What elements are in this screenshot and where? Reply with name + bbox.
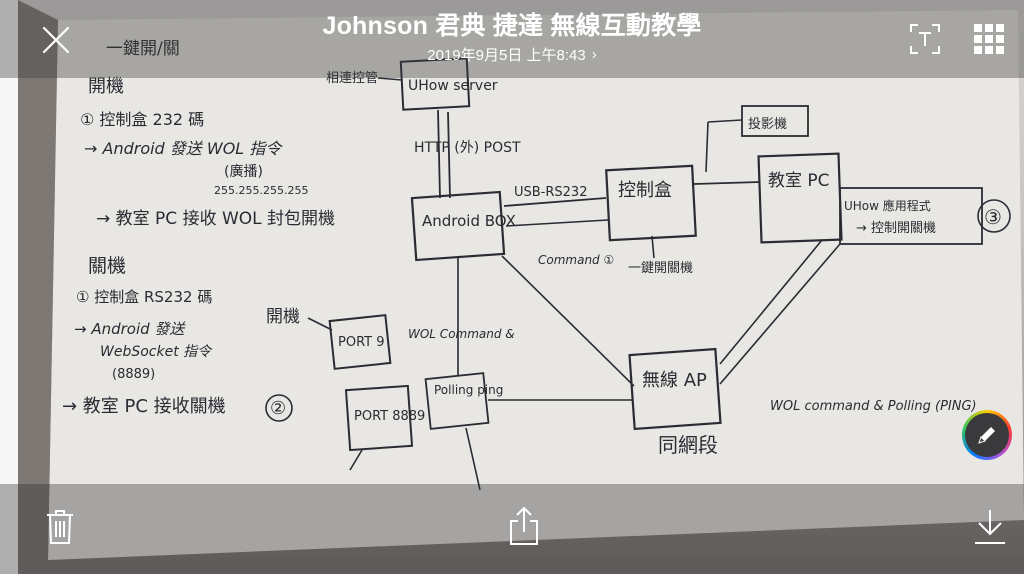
trash-icon [47,510,73,544]
bottom-toolbar [0,484,1024,574]
note-controller-232: ① 控制盒 232 碼 [80,110,204,129]
note-one-key: 一鍵開/關 [106,39,180,59]
control-switch-label: → 控制開關機 [856,221,936,236]
note-broadcast-ip: 255.255.255.255 [214,184,308,197]
port-9-box [328,314,392,370]
photo-date-link[interactable]: 2019年9月5日 上午8:43 › [427,44,596,65]
edit-button[interactable] [962,410,1012,460]
photo-date: 2019年9月5日 上午8:43 [427,47,586,64]
grid-view-button[interactable] [972,22,1006,56]
album-title: Johnson 君典 捷達 無線互動教學 [322,12,702,40]
wireless-ap-label: 無線 AP [642,370,707,391]
port-8889-label: PORT 8889 [354,409,425,424]
grid-icon [974,24,1004,54]
note-power-off: 關機 [88,255,126,277]
note-circle-2: ② [270,398,286,419]
circle-3-label: ③ [984,205,1002,229]
port-9-label: PORT 9 [338,335,385,350]
projector-label: 投影機 [748,116,787,132]
note-broadcast: (廣播) [224,163,263,180]
share-button[interactable] [504,504,544,548]
note-port-8889: (8889) [112,367,155,382]
delete-button[interactable] [40,506,80,548]
polling-ping-label: Polling ping [434,383,503,397]
uhow-app-label: UHow 應用程式 [844,198,931,213]
wol-command-label: WOL Command & [408,327,515,341]
same-subnet-label: 同網段 [658,433,718,457]
http-post-label: HTTP (外) POST [414,140,521,156]
note-controller-rs232: ① 控制盒 RS232 碼 [76,288,212,306]
note-android-wol: → Android 發送 WOL 指令 [84,139,283,158]
controller-label: 控制盒 [618,180,672,201]
close-icon [42,26,70,54]
chevron-right-icon: › [591,46,597,63]
uhow-server-box [399,57,471,111]
download-button[interactable] [970,506,1010,548]
text-recognition-button[interactable] [906,20,944,58]
note-pc-receive-wol: → 教室 PC 接收 WOL 封包開機 [96,209,335,229]
close-button[interactable] [38,22,74,58]
handwritten-diagram: 一鍵開/關 開機 ① 控制盒 232 碼 → Android 發送 WOL 指令… [18,0,1024,574]
paper-sheet [48,10,1024,560]
android-box [410,190,506,262]
note-power-on: 開機 [88,76,124,97]
note-pc-receive-shutdown: → 教室 PC 接收關機 [62,396,226,417]
uhow-app-box [839,187,983,245]
wireless-ap-box [628,347,722,431]
top-toolbar: Johnson 君典 捷達 無線互動教學 2019年9月5日 上午8:43 › [0,0,1024,78]
power-on-label: 開機 [266,307,300,327]
title-area: Johnson 君典 捷達 無線互動教學 2019年9月5日 上午8:43 › [0,6,1024,65]
classroom-pc-label: 教室 PC [768,171,830,191]
text-recognition-icon [910,24,940,54]
note-websocket-command: WebSocket 指令 [100,344,213,360]
usb-rs232-label: USB-RS232 [514,185,587,200]
pencil-icon [978,427,995,444]
download-icon [975,510,1005,544]
note-android-send: → Android 發送 [74,320,186,338]
whiteboard-photo: 一鍵開/關 開機 ① 控制盒 232 碼 → Android 發送 WOL 指令… [18,0,1024,574]
port-8889-box [344,384,414,452]
remote-control-label: 相連控管 [326,71,378,86]
one-key-switch-label: 一鍵開關機 [628,260,693,276]
android-box-label: Android BOX [422,212,516,230]
wol-polling-label: WOL command & Polling (PING) [770,399,977,414]
projector-box [741,105,809,137]
share-icon [510,506,538,545]
command-label: Command ① [538,253,614,267]
uhow-server-label: UHow server [408,78,498,94]
